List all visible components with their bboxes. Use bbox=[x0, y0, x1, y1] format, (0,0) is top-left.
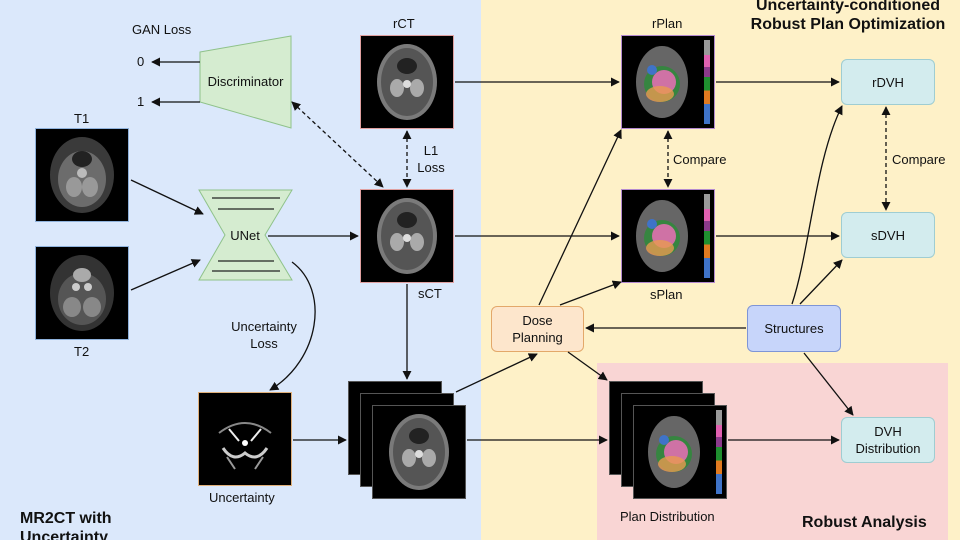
discriminator-node: Discriminator bbox=[207, 73, 284, 89]
l1-loss-label: L1 Loss bbox=[417, 143, 445, 175]
mr2ct-title: MR2CT with Uncertainty bbox=[20, 510, 112, 540]
robust-plan-title: Uncertainty-conditioned Robust Plan Opti… bbox=[750, 0, 946, 33]
plan-sample-front bbox=[633, 405, 727, 499]
sct-label: sCT bbox=[418, 286, 442, 301]
unet-node: UNet bbox=[230, 227, 260, 243]
uncertainty-loss-label: Uncertainty Loss bbox=[231, 319, 297, 351]
t1-image bbox=[35, 128, 129, 222]
dose-planning-node: Dose Planning bbox=[491, 306, 584, 352]
ct-sample-front bbox=[372, 405, 466, 499]
plan-distribution-colorbar bbox=[716, 410, 722, 494]
gan-output-1: 1 bbox=[137, 94, 145, 109]
splan-colorbar bbox=[704, 194, 710, 278]
rct-image bbox=[360, 35, 454, 129]
dvh-distribution-node: DVH Distribution bbox=[841, 417, 935, 463]
rplan-image bbox=[621, 35, 715, 129]
sdvh-node: sDVH bbox=[841, 212, 935, 258]
sct-image bbox=[360, 189, 454, 283]
compare-dvh-label: Compare bbox=[892, 152, 946, 167]
uncertainty-label: Uncertainty bbox=[209, 490, 275, 505]
rct-label: rCT bbox=[393, 16, 415, 31]
robust-analysis-title: Robust Analysis bbox=[802, 514, 927, 531]
gan-output-0: 0 bbox=[137, 54, 145, 69]
compare-plan-label: Compare bbox=[673, 152, 727, 167]
t2-label: T2 bbox=[74, 344, 90, 359]
rdvh-node: rDVH bbox=[841, 59, 935, 105]
splan-image bbox=[621, 189, 715, 283]
rplan-label: rPlan bbox=[652, 16, 683, 31]
gan-loss-label: GAN Loss bbox=[132, 22, 192, 37]
uncertainty-image bbox=[198, 392, 292, 486]
structures-node: Structures bbox=[747, 305, 841, 352]
t2-image bbox=[35, 246, 129, 340]
splan-label: sPlan bbox=[650, 287, 683, 302]
t1-label: T1 bbox=[74, 111, 90, 126]
plan-distribution-label: Plan Distribution bbox=[620, 509, 715, 524]
rplan-colorbar bbox=[704, 40, 710, 124]
